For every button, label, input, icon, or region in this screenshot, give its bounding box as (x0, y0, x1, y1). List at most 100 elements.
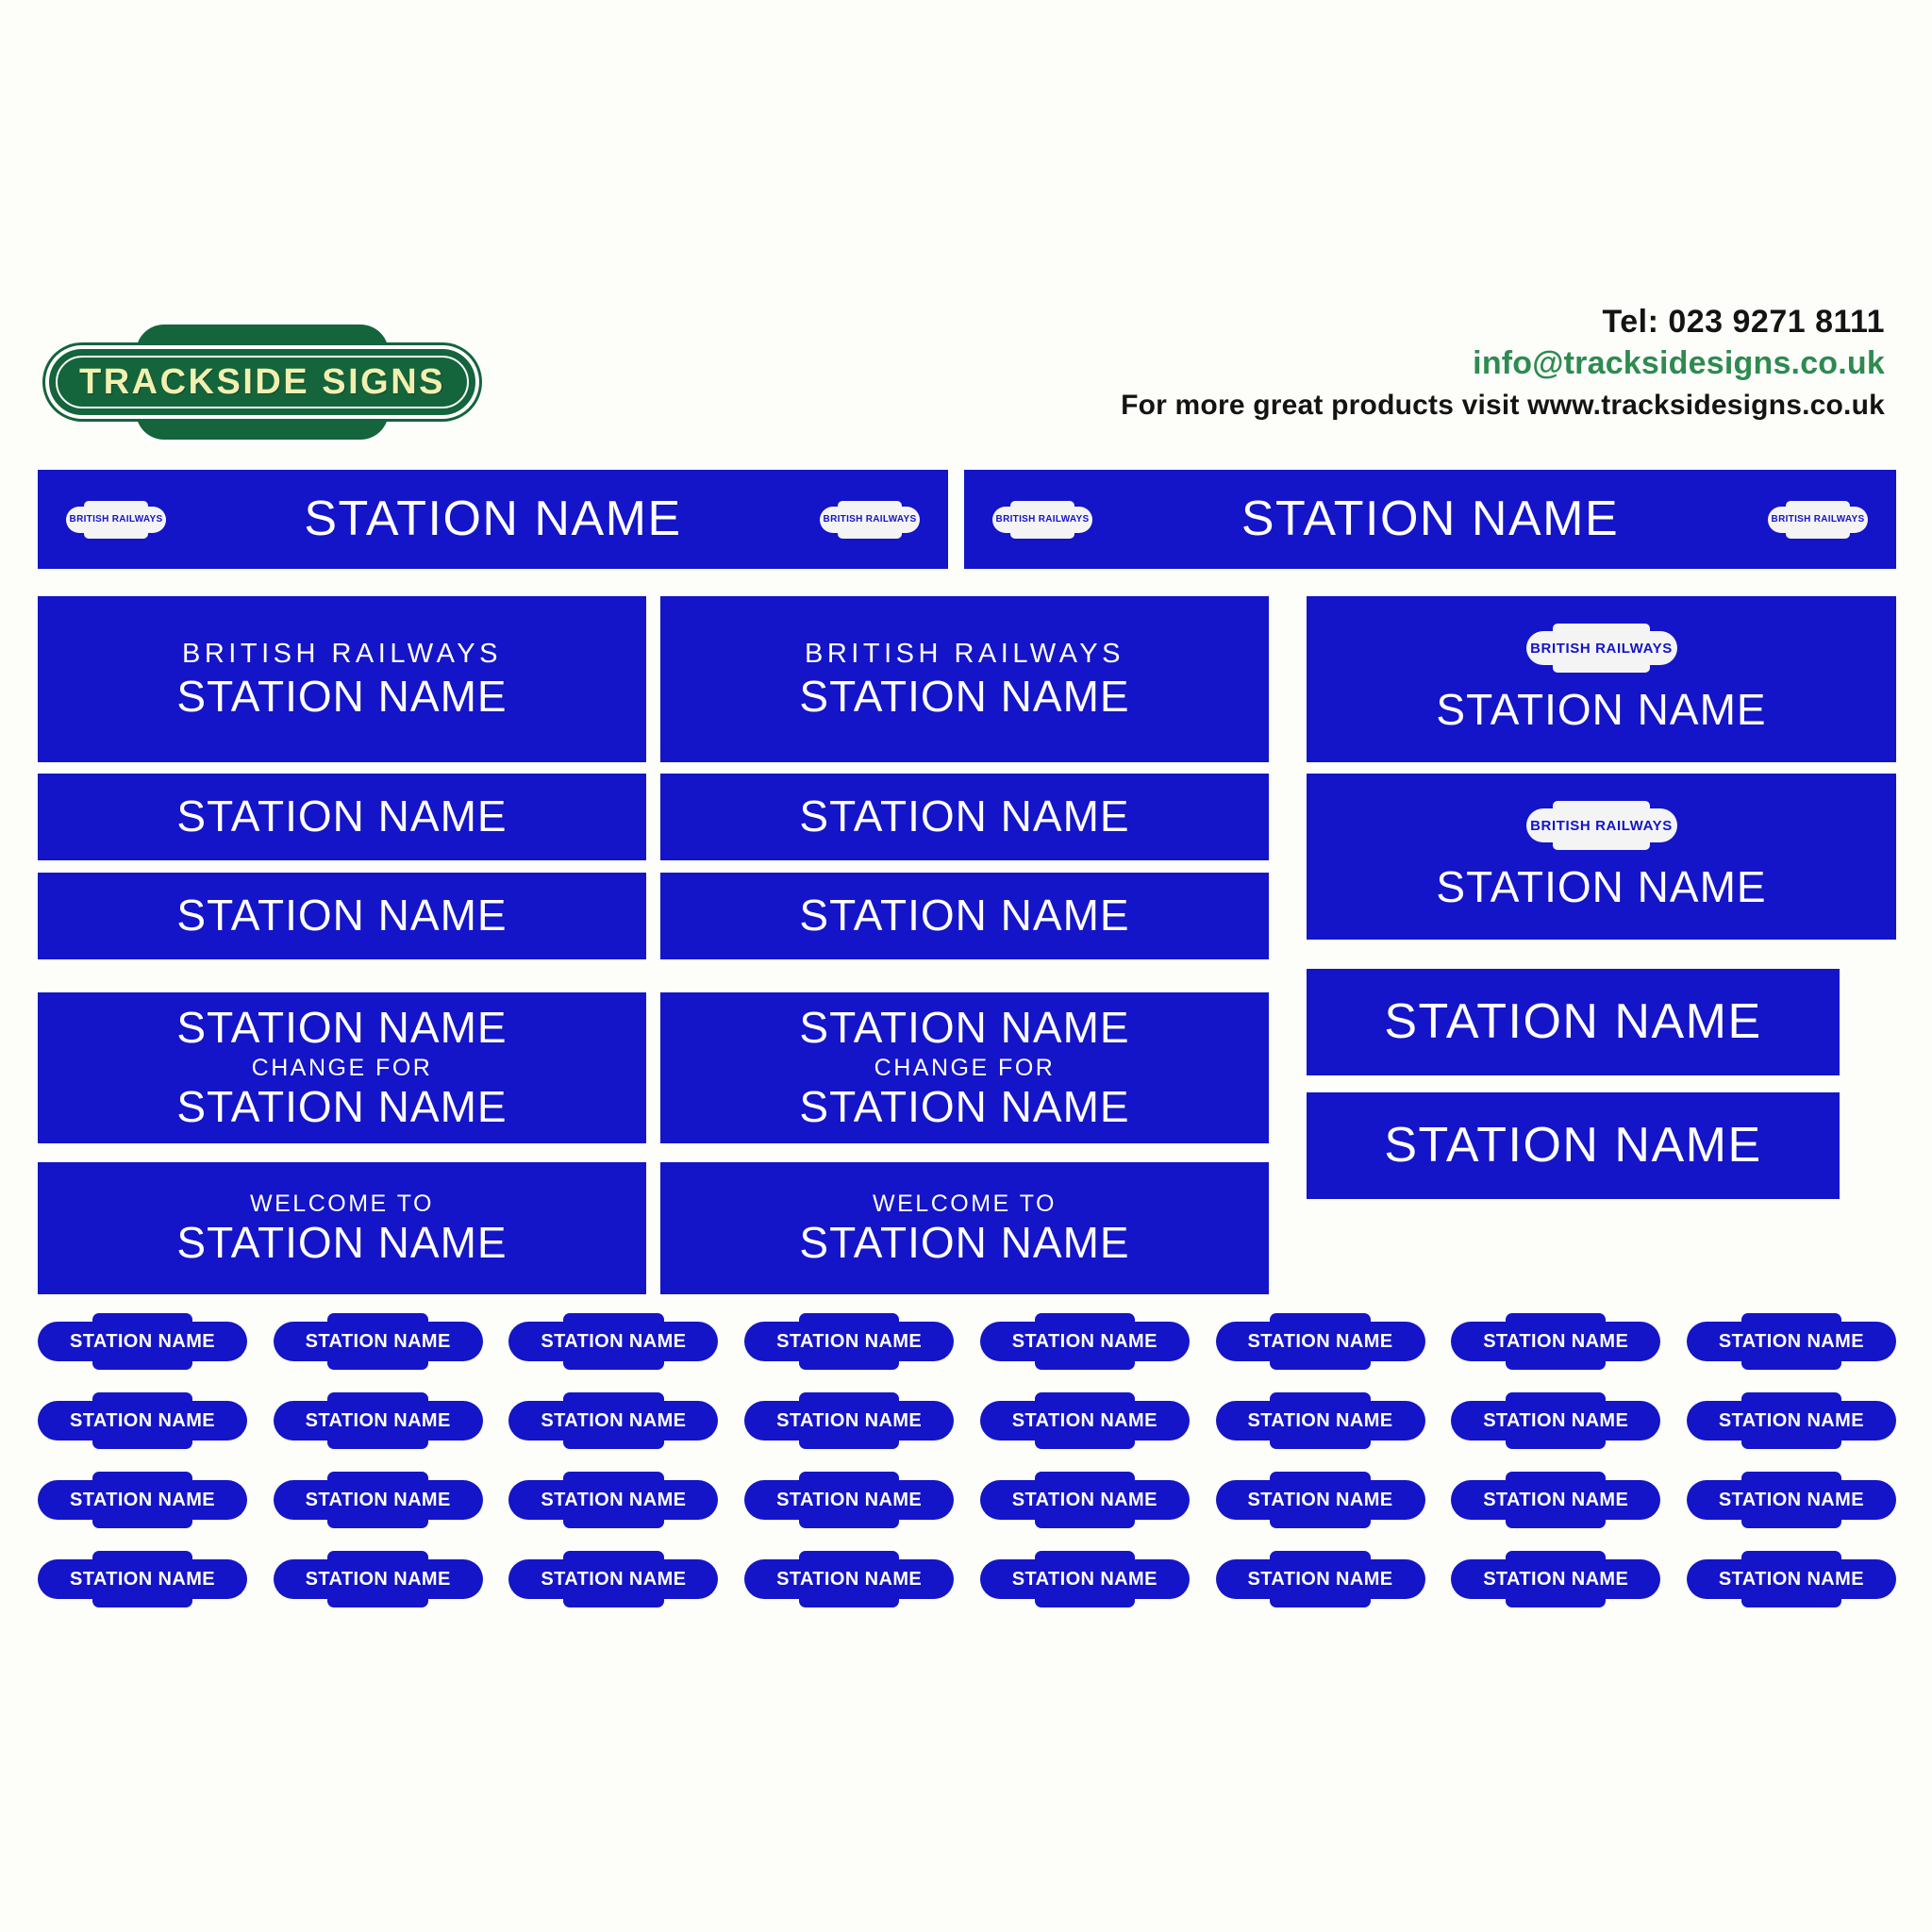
totem-top-flange (1505, 1551, 1607, 1561)
totem-bottom-flange (92, 1597, 193, 1607)
banner-left-station-name: STATION NAME (304, 491, 682, 547)
totem-bar: STATION NAME (273, 1322, 483, 1361)
station-plain-right-1: STATION NAME (1307, 969, 1840, 1075)
totem-top-flange (1740, 1472, 1842, 1482)
totem-label: STATION NAME (1718, 1489, 1864, 1510)
station-plain-mid-1-text: STATION NAME (799, 791, 1130, 841)
totem-top-flange (1270, 1551, 1371, 1561)
totem-bar: STATION NAME (979, 1559, 1190, 1599)
logo-totem-bar: TRACKSIDE SIGNS (45, 345, 479, 419)
totem-bottom-flange (92, 1359, 193, 1370)
station-plain-right-2: STATION NAME (1307, 1092, 1840, 1199)
totem-label: STATION NAME (1247, 1409, 1393, 1431)
totem-bottom-flange (798, 1597, 900, 1607)
totem-label: STATION NAME (305, 1330, 451, 1352)
totem-label: STATION NAME (776, 1489, 923, 1510)
station-plain-left-2: STATION NAME (38, 873, 646, 959)
station-plain-right-1-text: STATION NAME (1384, 994, 1762, 1050)
totem-badge: STATION NAME (38, 1551, 247, 1607)
totem-badge: STATION NAME (1215, 1472, 1425, 1528)
totem-bottom-flange (1270, 1359, 1371, 1370)
totem-bar: STATION NAME (273, 1401, 483, 1441)
totem-bottom-flange (1505, 1439, 1607, 1449)
totem-label: STATION NAME (1483, 1568, 1629, 1590)
british-railways-badge-icon: BRITISH RAILWAYS (992, 500, 1092, 539)
totem-label: STATION NAME (541, 1489, 687, 1510)
totem-label: STATION NAME (1247, 1568, 1393, 1590)
british-railways-badge-icon: BRITISH RAILWAYS (66, 500, 166, 539)
totem-top-flange (327, 1551, 428, 1561)
welcome-mid: WELCOME TO STATION NAME (660, 1162, 1269, 1294)
totem-bar: STATION NAME (38, 1559, 247, 1599)
totem-label: STATION NAME (1718, 1568, 1864, 1590)
totem-label: STATION NAME (1011, 1330, 1158, 1352)
totem-row: STATION NAME STATION NAME STATION NAME STAT… (38, 1313, 1896, 1370)
totem-label: STATION NAME (1247, 1489, 1393, 1510)
totem-badge: STATION NAME (1686, 1551, 1896, 1607)
logo-text: TRACKSIDE SIGNS (79, 361, 445, 402)
totem-bottom-flange (327, 1439, 428, 1449)
contact-website[interactable]: For more great products visit www.tracks… (1121, 390, 1885, 422)
totem-bottom-flange (92, 1439, 193, 1449)
totem-label: STATION NAME (776, 1409, 923, 1431)
totem-bottom-flange (1740, 1359, 1842, 1370)
totem-label: STATION NAME (1011, 1409, 1158, 1431)
totem-top-flange (1505, 1313, 1607, 1324)
welcome-left-line-1: WELCOME TO (250, 1190, 434, 1217)
totem-top-flange (1740, 1313, 1842, 1324)
totem-badge: STATION NAME (38, 1392, 247, 1449)
totem-badge: STATION NAME (979, 1313, 1190, 1370)
totem-label: STATION NAME (1247, 1330, 1393, 1352)
totem-bar: STATION NAME (273, 1480, 483, 1520)
totem-bar: STATION NAME (38, 1322, 247, 1361)
totem-bottom-flange (1034, 1439, 1136, 1449)
totem-bar: STATION NAME (1686, 1401, 1896, 1441)
british-railways-badge-icon: BRITISH RAILWAYS (820, 500, 920, 539)
totem-top-flange (92, 1392, 193, 1403)
totem-label: STATION NAME (305, 1568, 451, 1590)
totem-label: STATION NAME (776, 1568, 923, 1590)
totem-badge: STATION NAME (979, 1551, 1190, 1607)
totem-bar: STATION NAME (744, 1559, 955, 1599)
totem-top-flange (1505, 1392, 1607, 1403)
totem-label: STATION NAME (541, 1330, 687, 1352)
totem-bar: STATION NAME (508, 1559, 719, 1599)
totem-bottom-flange (92, 1518, 193, 1528)
br-station-mid-line-2: STATION NAME (799, 672, 1130, 722)
page-header: TRACKSIDE SIGNS Tel: 023 9271 8111 info@… (0, 302, 1932, 453)
change-for-left: STATION NAME CHANGE FOR STATION NAME (38, 992, 646, 1143)
totem-label: STATION NAME (69, 1330, 216, 1352)
totem-bottom-flange (1740, 1518, 1842, 1528)
br-station-mid-line-1: BRITISH RAILWAYS (805, 639, 1124, 670)
totem-bottom-flange (798, 1518, 900, 1528)
totem-bar: STATION NAME (1686, 1322, 1896, 1361)
totem-bottom-flange (798, 1439, 900, 1449)
totem-bar: STATION NAME (1686, 1559, 1896, 1599)
totem-badge: STATION NAME (1215, 1551, 1425, 1607)
totem-bottom-flange (563, 1597, 664, 1607)
totem-bottom-flange (1270, 1597, 1371, 1607)
totem-top-flange (563, 1551, 664, 1561)
banner-right-station-name: STATION NAME (1241, 491, 1620, 547)
totem-bottom-flange (563, 1518, 664, 1528)
totem-badge: STATION NAME (273, 1313, 483, 1370)
totem-top-flange (327, 1392, 428, 1403)
totem-top-flange (327, 1313, 428, 1324)
badge-station-right-1-text: STATION NAME (1436, 685, 1767, 735)
totem-bottom-flange (1034, 1597, 1136, 1607)
totem-bottom-flange (563, 1439, 664, 1449)
badge-station-right-2: BRITISH RAILWAYS STATION NAME (1307, 774, 1896, 940)
br-station-left-line-2: STATION NAME (176, 672, 508, 722)
totem-top-flange (1034, 1472, 1136, 1482)
change-for-mid-line-1: STATION NAME (799, 1003, 1130, 1053)
totem-bar: STATION NAME (508, 1480, 719, 1520)
totem-bar: STATION NAME (1451, 1559, 1661, 1599)
contact-email[interactable]: info@tracksidesigns.co.uk (1473, 344, 1885, 381)
br-station-left: BRITISH RAILWAYS STATION NAME (38, 596, 646, 762)
totem-bar: STATION NAME (1215, 1559, 1425, 1599)
totem-badge-grid: STATION NAME STATION NAME STATION NAME STAT… (38, 1313, 1896, 1630)
totem-badge: STATION NAME (1215, 1392, 1425, 1449)
totem-row: STATION NAME STATION NAME STATION NAME STAT… (38, 1472, 1896, 1528)
totem-badge: STATION NAME (1451, 1472, 1661, 1528)
